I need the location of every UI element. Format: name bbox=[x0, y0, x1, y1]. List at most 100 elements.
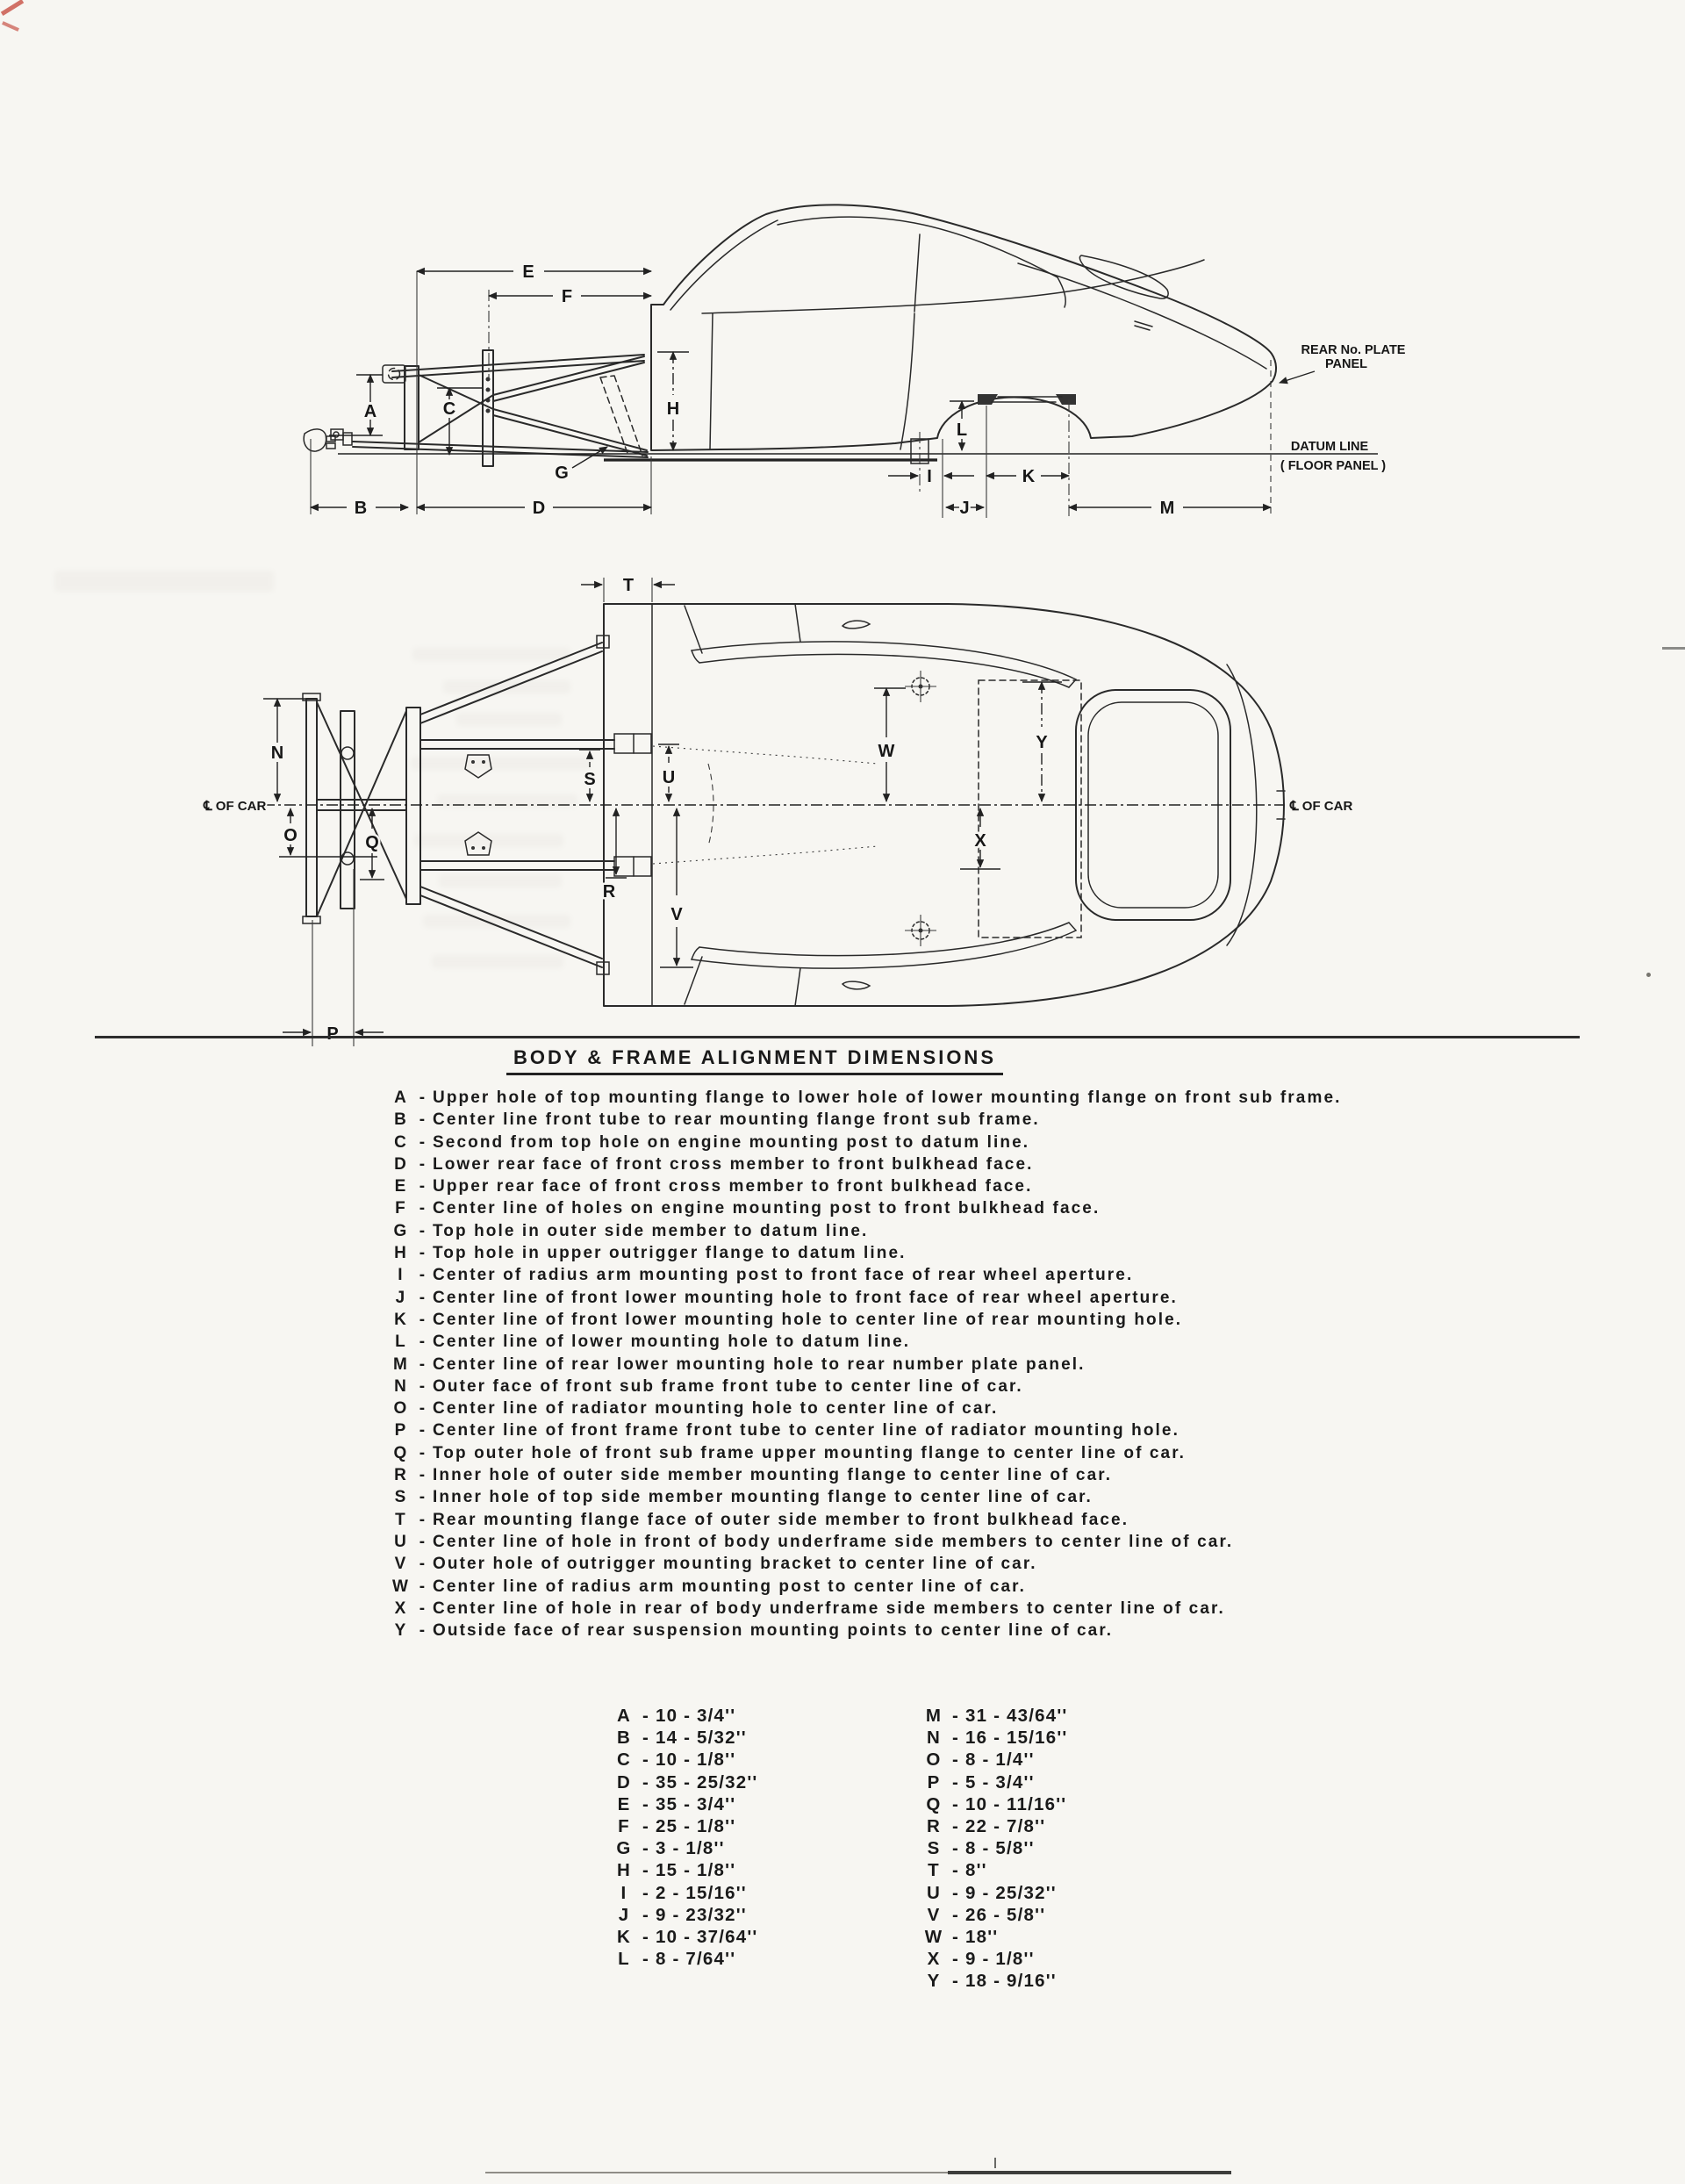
definition-separator: - bbox=[419, 1399, 427, 1419]
value-text: 10 - 3/4'' bbox=[656, 1706, 736, 1726]
definition-text: Second from top hole on engine mounting … bbox=[433, 1132, 1030, 1152]
definition-key: J bbox=[395, 1288, 407, 1307]
value-text: 9 - 25/32'' bbox=[965, 1882, 1057, 1903]
definition-row: D - Lower rear face of front cross membe… bbox=[389, 1153, 1556, 1175]
value-key: V bbox=[927, 1904, 941, 1925]
definition-text: Top outer hole of front sub frame upper … bbox=[433, 1443, 1187, 1462]
definition-key: X bbox=[394, 1598, 408, 1618]
value-key: M bbox=[925, 1706, 943, 1726]
definition-text: Upper rear face of front cross member to… bbox=[433, 1177, 1033, 1196]
definition-row: N - Outer face of front sub frame front … bbox=[389, 1376, 1556, 1397]
value-key: L bbox=[618, 1949, 630, 1970]
bleedthrough-smudge bbox=[54, 571, 274, 592]
definition-key: L bbox=[395, 1333, 407, 1352]
value-key: W bbox=[924, 1927, 943, 1948]
definition-separator: - bbox=[419, 1376, 427, 1396]
definition-text: Center line of front lower mounting hole… bbox=[433, 1288, 1178, 1307]
definition-row: M - Center line of rear lower mounting h… bbox=[389, 1354, 1556, 1376]
bleedthrough-smudge bbox=[414, 834, 563, 847]
value-key: E bbox=[617, 1793, 631, 1814]
definition-separator: - bbox=[419, 1177, 427, 1196]
dim-label-m: M bbox=[1160, 499, 1175, 518]
definition-separator: - bbox=[419, 1466, 427, 1485]
definition-row: K - Center line of front lower mounting … bbox=[389, 1309, 1556, 1331]
value-text: 5 - 3/4'' bbox=[965, 1771, 1035, 1792]
value-key: A bbox=[616, 1706, 631, 1726]
dim-label-e: E bbox=[522, 262, 534, 282]
definition-separator: - bbox=[419, 1221, 427, 1240]
values-column-left: A - 10 - 3/4'' B - 14 - 5/32'' C - 10 - … bbox=[612, 1705, 757, 1970]
dim-label-a: A bbox=[364, 402, 376, 421]
bleedthrough-smudge bbox=[423, 915, 570, 928]
definition-separator: - bbox=[419, 1598, 427, 1618]
value-row: H - 15 - 1/8'' bbox=[612, 1859, 757, 1881]
dim-label-x: X bbox=[974, 831, 986, 851]
dim-label-g: G bbox=[555, 463, 569, 483]
value-row: M - 31 - 43/64'' bbox=[921, 1705, 1067, 1727]
definition-text: Upper hole of top mounting flange to low… bbox=[433, 1088, 1342, 1107]
definition-separator: - bbox=[419, 1555, 427, 1574]
definition-text: Center line of lower mounting hole to da… bbox=[433, 1333, 911, 1352]
definition-key: B bbox=[394, 1110, 408, 1130]
page-title-text: BODY & FRAME ALIGNMENT DIMENSIONS bbox=[506, 1046, 1003, 1075]
dim-label-c: C bbox=[443, 399, 455, 419]
definition-text: Inner hole of top side member mounting f… bbox=[433, 1488, 1093, 1507]
definition-key: U bbox=[394, 1532, 408, 1551]
section-divider bbox=[95, 1036, 1580, 1038]
value-text: 10 - 11/16'' bbox=[965, 1793, 1067, 1814]
definition-separator: - bbox=[419, 1532, 427, 1551]
value-row: U - 9 - 25/32'' bbox=[921, 1882, 1067, 1904]
value-key: K bbox=[616, 1927, 631, 1948]
definition-key: R bbox=[394, 1466, 408, 1485]
radius-arm-post-symbol bbox=[905, 671, 936, 702]
definition-row: T - Rear mounting flange face of outer s… bbox=[389, 1509, 1556, 1531]
definition-separator: - bbox=[419, 1310, 427, 1329]
value-separator: - bbox=[951, 1728, 960, 1749]
value-text: 22 - 7/8'' bbox=[965, 1816, 1046, 1837]
bleedthrough-smudge bbox=[437, 794, 577, 808]
value-key: J bbox=[618, 1904, 630, 1925]
dim-label-f: F bbox=[562, 287, 572, 306]
value-separator: - bbox=[951, 1971, 960, 1992]
definition-row: A - Upper hole of top mounting flange to… bbox=[389, 1087, 1556, 1109]
side-view-diagram: E F H A C G B bbox=[303, 204, 1408, 521]
value-row: C - 10 - 1/8'' bbox=[612, 1749, 757, 1771]
bleedthrough-smudge bbox=[411, 757, 591, 770]
value-text: 8'' bbox=[965, 1860, 987, 1881]
value-row: O - 8 - 1/4'' bbox=[921, 1749, 1067, 1771]
definition-row: G - Top hole in outer side member to dat… bbox=[389, 1220, 1556, 1242]
value-separator: - bbox=[951, 1904, 960, 1925]
definition-key: T bbox=[395, 1510, 407, 1529]
value-key: T bbox=[928, 1860, 940, 1881]
definition-key: E bbox=[394, 1177, 408, 1196]
value-separator: - bbox=[951, 1771, 960, 1792]
definition-separator: - bbox=[419, 1288, 427, 1307]
value-key: R bbox=[926, 1816, 941, 1837]
dim-label-o: O bbox=[283, 826, 298, 845]
value-key: Y bbox=[927, 1971, 941, 1992]
value-text: 10 - 1/8'' bbox=[656, 1749, 736, 1771]
definition-key: K bbox=[394, 1310, 408, 1329]
definition-text: Center line front tube to rear mounting … bbox=[433, 1110, 1040, 1130]
definition-row: S - Inner hole of top side member mounti… bbox=[389, 1486, 1556, 1508]
value-separator: - bbox=[642, 1771, 650, 1792]
centerline-label-left: ℄ OF CAR bbox=[203, 799, 266, 814]
value-separator: - bbox=[642, 1949, 650, 1970]
definition-row: P - Center line of front frame front tub… bbox=[389, 1419, 1556, 1441]
dim-label-w: W bbox=[878, 742, 895, 761]
definition-row: J - Center line of front lower mounting … bbox=[389, 1287, 1556, 1309]
definition-key: D bbox=[394, 1154, 408, 1174]
red-scan-mark bbox=[2, 21, 19, 32]
value-separator: - bbox=[951, 1816, 960, 1837]
definition-text: Center of radius arm mounting post to fr… bbox=[433, 1266, 1134, 1285]
value-key: S bbox=[927, 1838, 941, 1859]
definition-key: H bbox=[394, 1244, 408, 1263]
definition-separator: - bbox=[419, 1443, 427, 1462]
dim-label-y: Y bbox=[1036, 733, 1048, 752]
definition-text: Center line of rear lower mounting hole … bbox=[433, 1354, 1086, 1374]
radius-arm-post-symbol bbox=[905, 915, 936, 946]
definition-separator: - bbox=[419, 1488, 427, 1507]
definition-key: V bbox=[394, 1555, 408, 1574]
value-row: J - 9 - 23/32'' bbox=[612, 1904, 757, 1926]
value-text: 8 - 7/64'' bbox=[656, 1949, 736, 1970]
